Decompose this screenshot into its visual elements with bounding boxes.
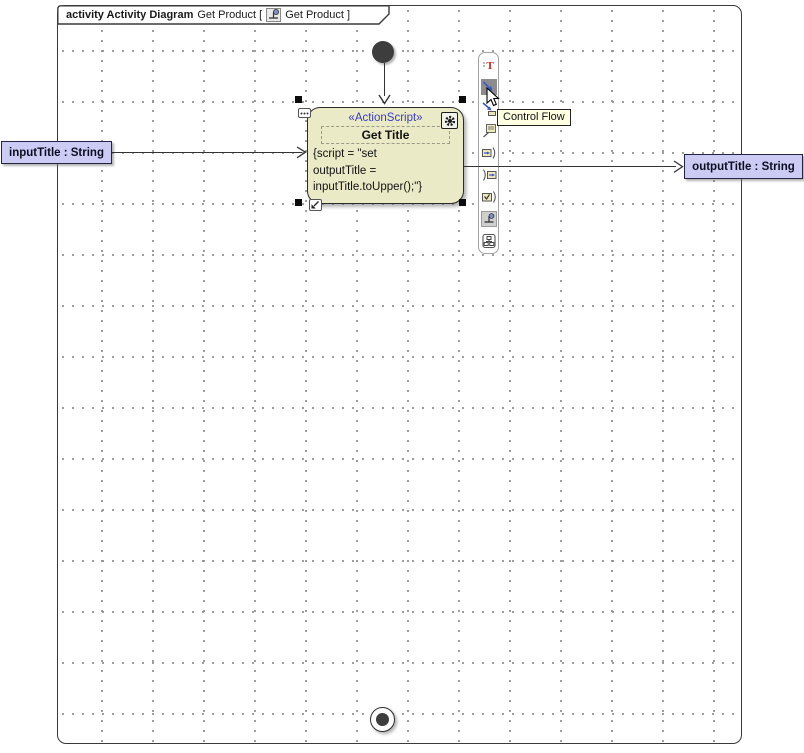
- input-parameter-label: inputTitle : String: [9, 146, 104, 159]
- comment-icon[interactable]: [481, 123, 497, 139]
- arrowhead-right-icon: [296, 146, 307, 159]
- activity-parameter-node-output[interactable]: outputTitle : String: [684, 154, 803, 179]
- activity-final-node[interactable]: [370, 707, 395, 732]
- svg-text:T: T: [486, 60, 494, 72]
- control-flow-icon[interactable]: [480, 79, 497, 95]
- activity-diagram-icon: [266, 8, 282, 22]
- diagram-name: Get Product [: [197, 9, 263, 21]
- nested-activity-diagram-icon[interactable]: [480, 211, 497, 227]
- mouse-cursor-icon: [486, 87, 500, 107]
- initial-node[interactable]: [372, 41, 394, 63]
- activity-parameter-node-input[interactable]: inputTitle : String: [1, 141, 112, 164]
- selection-handle-bottom-left[interactable]: [295, 199, 302, 206]
- send-signal-action-icon[interactable]: [481, 145, 497, 161]
- diagram-keyword: activity Activity Diagram: [66, 9, 194, 21]
- ellipsis-icon: [300, 112, 309, 114]
- action-script-body: {script = "set outputTitle = inputTitle.…: [313, 148, 423, 193]
- accept-time-event-action-icon[interactable]: [481, 189, 497, 205]
- structured-activity-node-icon[interactable]: [481, 233, 497, 249]
- corner-resize-button[interactable]: [309, 199, 322, 211]
- frame-header-title[interactable]: activity Activity Diagram Get Product [ …: [66, 8, 350, 22]
- action-stereotype-gear-button[interactable]: [441, 112, 458, 129]
- tooltip: Control Flow: [497, 109, 571, 126]
- arrowhead-right-icon: [673, 160, 684, 173]
- frame-header-tab[interactable]: [57, 5, 392, 25]
- selection-handle-bottom-right[interactable]: [459, 199, 466, 206]
- edge-action-to-output[interactable]: [464, 166, 676, 168]
- selection-handle-top-left[interactable]: [295, 96, 302, 103]
- action-name[interactable]: Get Title: [321, 126, 450, 144]
- object-flow-icon[interactable]: [481, 101, 497, 117]
- action-stereotype: «ActionScript»: [348, 112, 423, 124]
- smart-manipulator-palette: T: [478, 52, 499, 254]
- gear-icon: [444, 115, 455, 126]
- selection-handle-top-right[interactable]: [459, 96, 466, 103]
- diagonal-arrow-icon: [311, 201, 319, 209]
- diagram-reference: Get Product ]: [285, 9, 350, 21]
- tooltip-text: Control Flow: [503, 111, 565, 123]
- action-node-get-title[interactable]: «ActionScript» Get Title {script = "set …: [307, 107, 464, 204]
- arrowhead-down-icon: [378, 94, 391, 105]
- output-parameter-label: outputTitle : String: [692, 160, 795, 173]
- text-tool-icon[interactable]: T: [481, 57, 497, 73]
- edge-initial-to-action[interactable]: [384, 63, 386, 96]
- edge-input-to-action[interactable]: [112, 152, 302, 154]
- accept-event-action-icon[interactable]: [481, 167, 497, 183]
- compartments-button[interactable]: [298, 108, 311, 118]
- activity-final-inner-dot: [376, 713, 389, 726]
